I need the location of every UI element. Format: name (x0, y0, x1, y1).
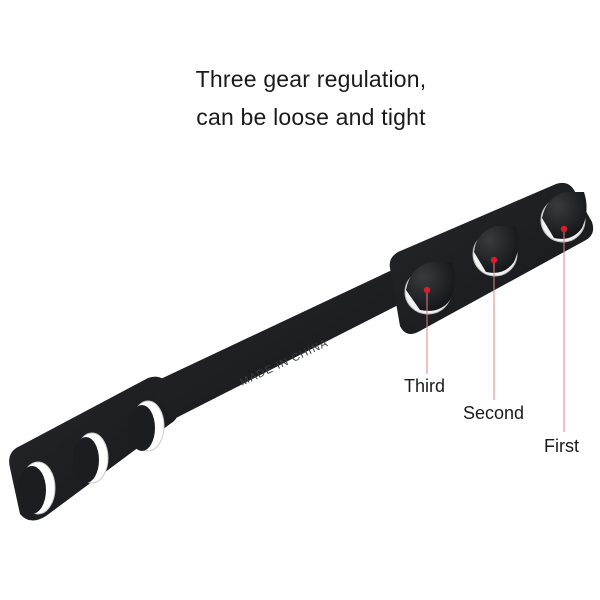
marker-dot-second (490, 256, 498, 264)
marker-dot-third (423, 286, 431, 294)
left-hook-slots (18, 400, 165, 515)
headline: Three gear regulation, can be loose and … (0, 60, 600, 136)
gear-label-third: Third (404, 376, 446, 396)
headline-line-1: Three gear regulation, (195, 66, 427, 92)
gear-hook-second (472, 226, 519, 277)
headline-line-2: can be loose and tight (196, 104, 426, 130)
gear-label-second: Second (463, 403, 525, 423)
gear-hook-first (540, 192, 587, 243)
marker-dot-first (560, 225, 568, 233)
callout-markers (423, 225, 568, 432)
gear-label-first: First (544, 436, 579, 456)
